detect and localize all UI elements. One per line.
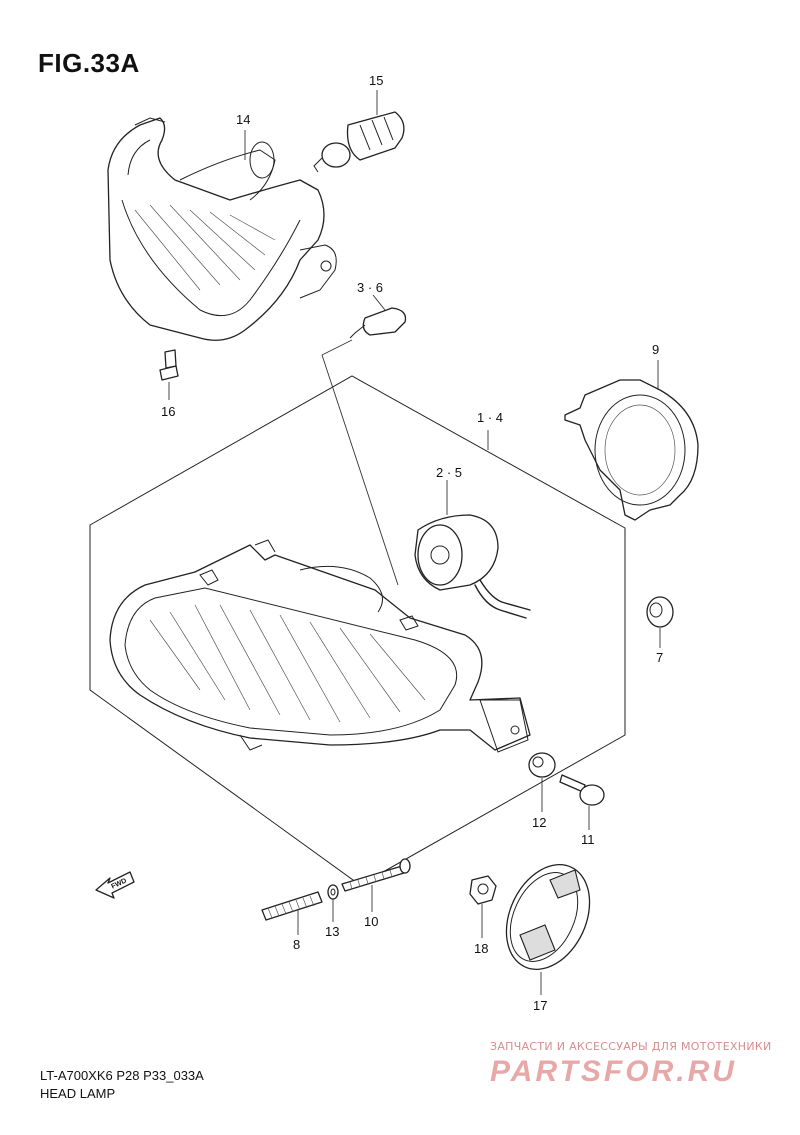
label-part-13: 13: [325, 924, 340, 939]
label-part-7: 7: [656, 650, 664, 665]
label-part-3-6: 3 · 6: [357, 280, 384, 295]
bolt-part-10: [341, 858, 411, 912]
label-part-12: 12: [532, 815, 547, 830]
mounting-ring-part-9: [564, 360, 699, 521]
label-part-15: 15: [369, 73, 384, 88]
label-part-16: 16: [161, 404, 176, 419]
collar-part-12: [528, 752, 556, 812]
label-part-10: 10: [364, 914, 379, 929]
forward-arrow-icon: FWD: [95, 871, 135, 899]
screw-part-16: [159, 349, 179, 400]
assembly-frame: [89, 339, 626, 886]
nut-part-18: [469, 875, 497, 938]
diagram-name: HEAD LAMP: [40, 1086, 116, 1101]
spring-part-8: [261, 891, 323, 935]
washer-part-13: [327, 884, 339, 922]
label-part-2-5: 2 · 5: [436, 465, 463, 480]
label-part-8: 8: [293, 937, 301, 952]
headlamp-unit-part-1-4: [109, 539, 531, 753]
watermark-tagline: ЗАПЧАСТИ И АКСЕССУАРЫ ДЛЯ МОТОТЕХНИКИ: [490, 1040, 772, 1053]
bulb-part-3-6: [349, 294, 407, 339]
watermark-brand: PARTSFOR.RU: [490, 1055, 737, 1088]
bolt-part-11: [559, 774, 605, 830]
label-part-1-4: 1 · 4: [477, 410, 504, 425]
socket-part-2-5: [414, 480, 531, 619]
label-part-18: 18: [474, 941, 489, 956]
label-part-14: 14: [236, 112, 251, 127]
label-part-11: 11: [581, 832, 595, 847]
figure-title: FIG.33A: [38, 48, 140, 78]
grommet-part-7: [646, 596, 674, 648]
label-part-17: 17: [533, 998, 548, 1013]
diagram-code: LT-A700XK6 P28 P33_033A: [40, 1068, 204, 1083]
reflector-part-17: [505, 863, 591, 995]
label-part-9: 9: [652, 342, 660, 357]
bulb-part-15: [313, 90, 405, 173]
headlamp-housing-part-14: [107, 117, 337, 341]
